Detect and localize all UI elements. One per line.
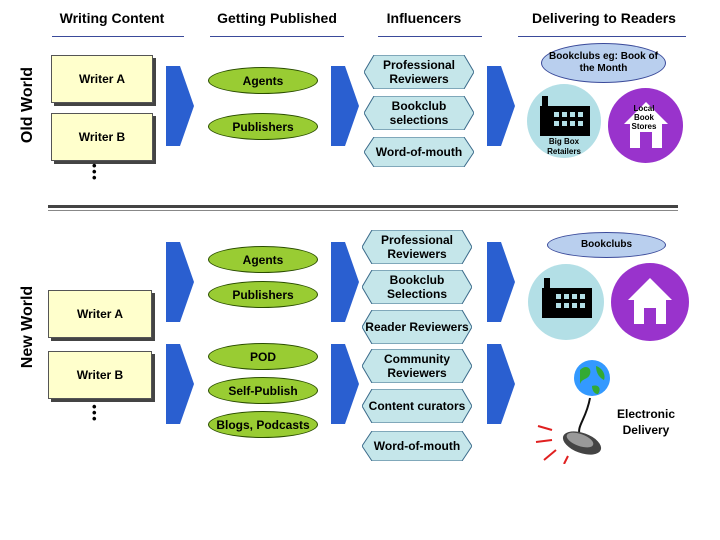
flow-arrow-icon [487, 66, 515, 146]
electronic-delivery-label: Electronic Delivery [616, 407, 676, 437]
old-bookclubs: Bookclubs eg: Book of the Month [541, 43, 666, 83]
flow-arrow-icon [487, 344, 515, 424]
new-writer-a: Writer A [48, 290, 152, 338]
computer-mouse-icon [535, 397, 602, 464]
new-publishers: Publishers [208, 281, 318, 308]
old-influencer-word-of-mouth: Word-of-mouth [364, 137, 474, 167]
flow-arrow-icon [331, 66, 359, 146]
factory-icon [540, 96, 590, 136]
flow-arrow-icon [331, 242, 359, 322]
new-writer-b: Writer B [48, 351, 152, 399]
header-rule [518, 36, 686, 37]
header-rule [52, 36, 184, 37]
old-influencer-bookclub-selections: Bookclub selections [364, 96, 474, 130]
section-divider [48, 205, 678, 208]
new-influencer-word-of-mouth: Word-of-mouth [362, 431, 472, 461]
old-publishers: Publishers [208, 113, 318, 140]
old-writer-a: Writer A [51, 55, 153, 103]
header-influencers: Influencers [386, 10, 462, 26]
flow-arrow-icon [166, 242, 194, 322]
house-icon [628, 278, 672, 324]
new-influencer-professional-reviewers: Professional Reviewers [362, 230, 472, 264]
new-influencer-bookclub-selections: Bookclub Selections [362, 270, 472, 304]
new-influencer-reader-reviewers: Reader Reviewers [362, 310, 472, 344]
old-world-label: Old World [19, 66, 36, 144]
new-pod: POD [208, 343, 318, 370]
header-rule [210, 36, 344, 37]
new-blogs-podcasts: Blogs, Podcasts [208, 411, 318, 438]
new-world-label: New World [19, 285, 36, 369]
old-agents: Agents [208, 67, 318, 94]
header-delivering-to-readers: Delivering to Readers [532, 10, 676, 26]
house-icon [624, 102, 668, 148]
new-agents: Agents [208, 246, 318, 273]
header-getting-published: Getting Published [217, 10, 337, 26]
globe-icon [574, 360, 610, 396]
old-writers-ellipsis: ••• [92, 158, 97, 185]
new-self-publish: Self-Publish [208, 377, 318, 404]
section-divider [48, 210, 678, 211]
new-influencer-community-reviewers: Community Reviewers [362, 349, 472, 383]
flow-arrow-icon [166, 344, 194, 424]
local-book-stores-label: Local Book Stores [631, 104, 657, 131]
old-influencer-professional-reviewers: Professional Reviewers [364, 55, 474, 89]
new-influencer-content-curators: Content curators [362, 389, 472, 423]
old-writer-b: Writer B [51, 113, 153, 161]
flow-arrow-icon [487, 242, 515, 322]
flow-arrow-icon [331, 344, 359, 424]
header-rule [378, 36, 482, 37]
new-writers-ellipsis: ••• [92, 399, 97, 426]
new-bookclubs: Bookclubs [547, 232, 666, 258]
header-writing-content: Writing Content [59, 10, 165, 26]
big-box-label: Big Box Retailers [547, 137, 581, 156]
factory-icon [542, 278, 592, 318]
flow-arrow-icon [166, 66, 194, 146]
